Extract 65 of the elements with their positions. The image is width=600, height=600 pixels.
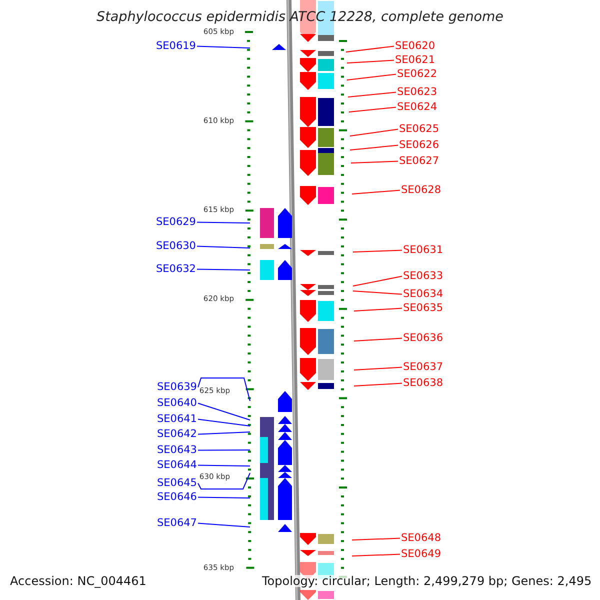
leader-line <box>354 382 402 386</box>
gene-label: SE0642 <box>156 429 197 440</box>
leader-line <box>198 496 250 498</box>
gene-label: SE0622 <box>397 69 438 80</box>
info-text: Topology: circular; Length: 2,499,279 bp; Genes: 2,495 <box>262 574 592 587</box>
gene-label: SE0634 <box>403 289 444 300</box>
gene-label: SE0629 <box>156 217 196 228</box>
leader-line <box>198 450 250 451</box>
gene-label: SE0647 <box>156 518 197 528</box>
gene-label: SE0623 <box>397 87 438 98</box>
gene-label: SE0628 <box>401 185 442 196</box>
leader-line <box>352 538 400 540</box>
leader-line <box>346 46 394 52</box>
leader-line <box>196 46 250 48</box>
leader-line <box>196 246 250 248</box>
gene-label: SE0648 <box>401 533 442 544</box>
leader-line <box>352 190 400 194</box>
gene-label: SE0638 <box>403 378 444 388</box>
leader-line <box>348 106 396 112</box>
leader-line <box>352 290 402 295</box>
gene-label: SE0620 <box>395 41 436 52</box>
gene-label: SE0632 <box>156 264 196 274</box>
leader-line <box>198 418 250 426</box>
leader-line <box>198 522 250 528</box>
leader-line <box>352 276 402 286</box>
info-text: Accession: NC_004461 <box>10 574 146 587</box>
title: Staphylococcus epidermidis ATCC 12228, complete genome <box>96 11 504 24</box>
leader-line <box>196 222 250 224</box>
leader-line <box>350 128 398 136</box>
gene-label: SE0641 <box>156 414 197 424</box>
leader-line <box>198 472 250 490</box>
gene-label: SE0626 <box>399 140 440 150</box>
gene-label: SE0635 <box>403 303 444 314</box>
leader-line <box>354 338 402 342</box>
gene-label: SE0640 <box>156 398 197 408</box>
leader-line <box>354 308 402 312</box>
leader-line <box>350 160 398 164</box>
leader-line <box>354 366 402 370</box>
leader-line <box>198 432 250 435</box>
gene-label: SE0630 <box>156 241 196 252</box>
gene-label: SE0624 <box>397 102 438 112</box>
gene-label: SE0643 <box>156 445 197 456</box>
leader-line <box>350 144 398 150</box>
leader-line <box>196 268 250 270</box>
gene-label: SE0631 <box>403 245 444 256</box>
leader-line <box>346 60 394 64</box>
gene-label: SE0649 <box>401 549 442 560</box>
leader-line <box>198 378 250 402</box>
leader-line <box>348 92 396 98</box>
gene-label: SE0625 <box>399 124 440 134</box>
gene-label: SE0644 <box>156 460 197 470</box>
gene-label: SE0627 <box>399 156 440 166</box>
leader-line <box>198 464 250 466</box>
gene-label: SE0645 <box>156 478 197 488</box>
gene-label: SE0636 <box>403 333 444 344</box>
leader-line <box>198 402 250 420</box>
gene-label: SE0633 <box>403 271 444 282</box>
gene-label: SE0621 <box>395 55 436 66</box>
gene-label: SE0646 <box>156 492 197 502</box>
leader-line <box>352 554 400 556</box>
leader-line <box>346 74 396 80</box>
gene-label: SE0619 <box>156 41 196 52</box>
gene-label: SE0637 <box>403 362 444 372</box>
leader-line <box>352 250 402 252</box>
gene-label: SE0639 <box>156 382 197 392</box>
